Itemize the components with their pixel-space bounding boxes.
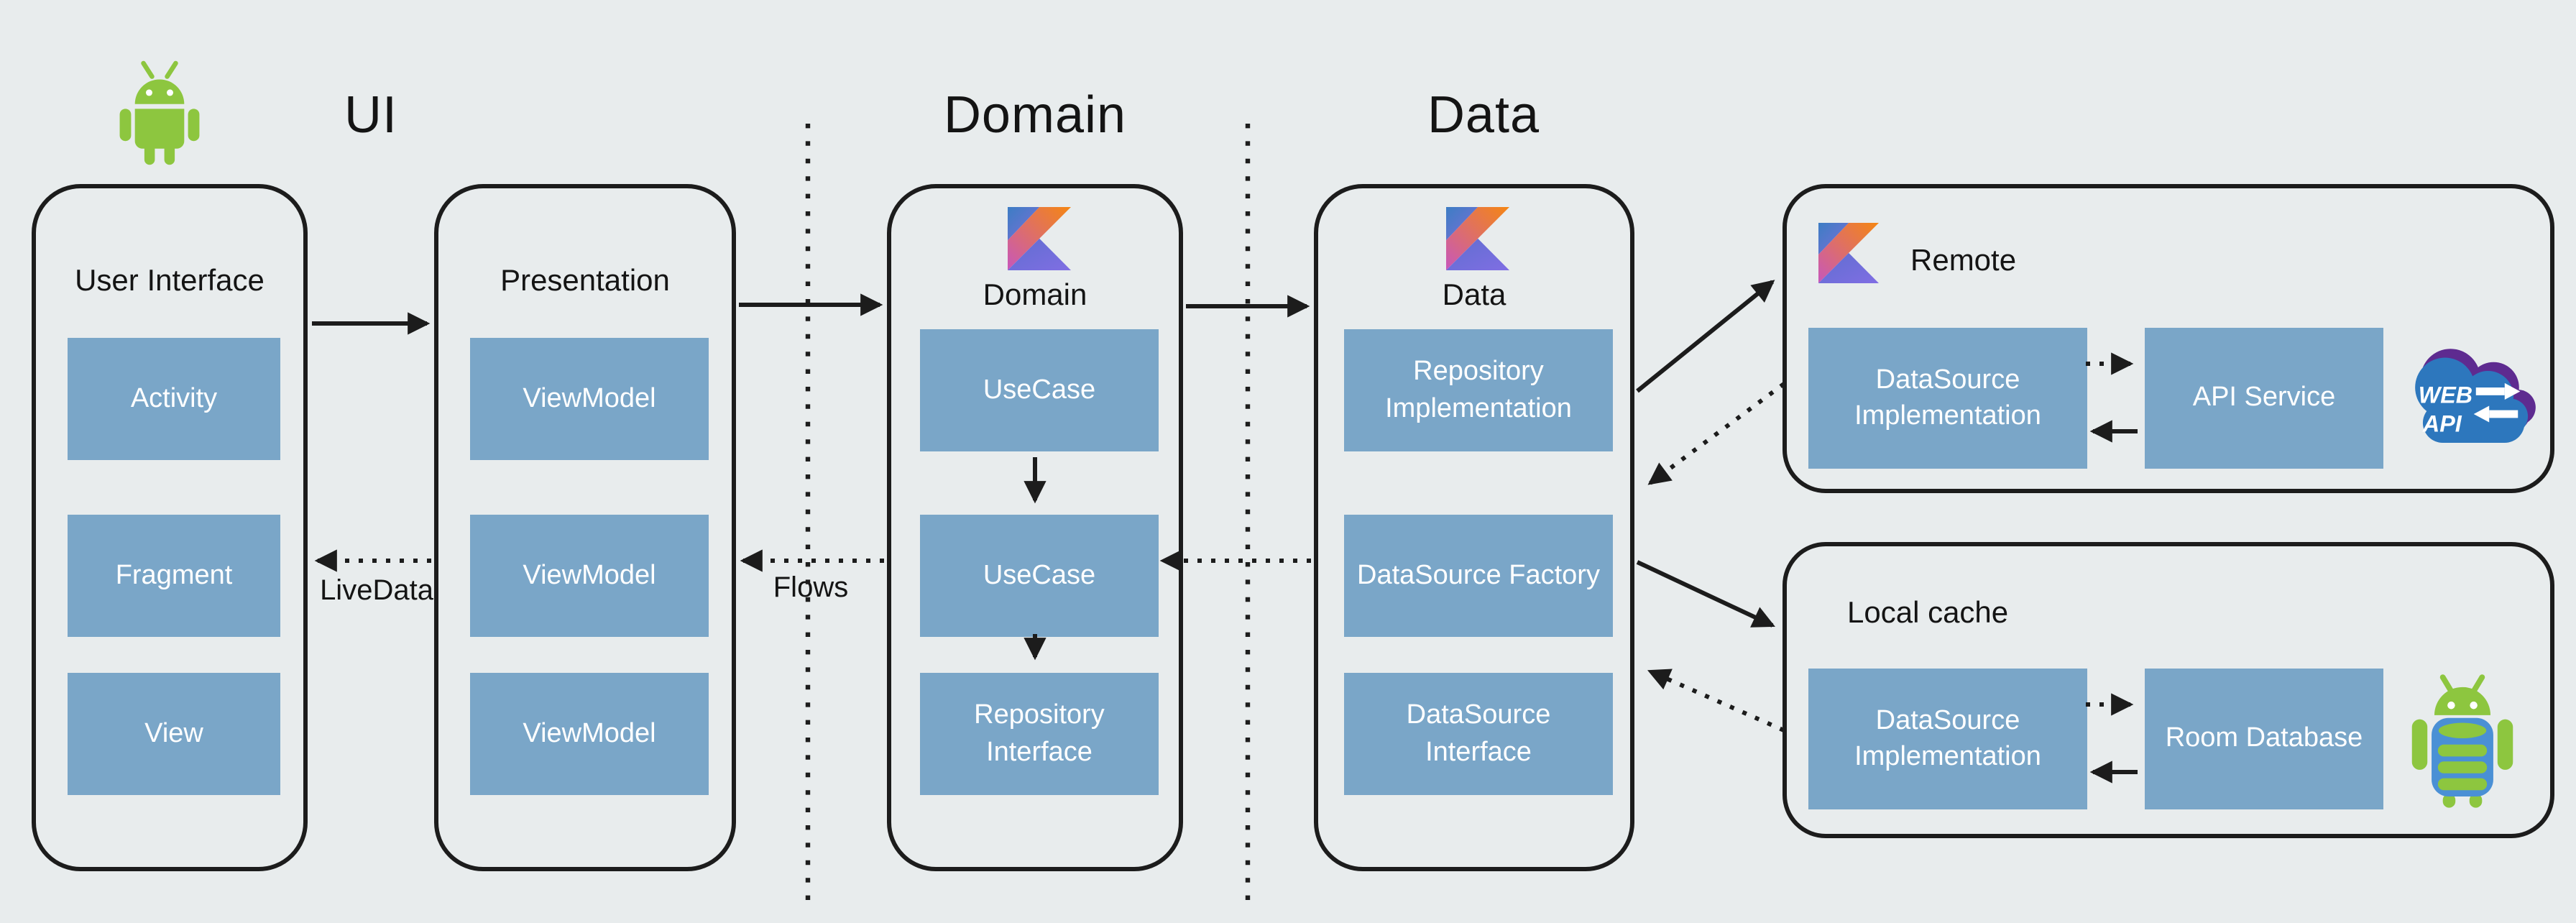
- box-usecase-2: UseCase: [920, 515, 1159, 637]
- arrow-remote-to-data: [1647, 382, 1785, 485]
- kotlin-icon: [1008, 207, 1071, 270]
- panel-domain-title: Domain: [983, 279, 1087, 312]
- livedata-arrow-label: LiveData: [320, 575, 433, 607]
- arrow-data-to-remote: [1636, 280, 1775, 393]
- heading-data: Data: [1427, 85, 1540, 144]
- panel-user-interface: User Interface Activity Fragment View: [32, 184, 308, 871]
- flows-arrow-label: Flows: [773, 572, 849, 604]
- box-viewmodel-2: ViewModel: [470, 515, 709, 637]
- box-repository-implementation: Repository Implementation: [1344, 329, 1613, 451]
- box-usecase-1: UseCase: [920, 329, 1159, 451]
- box-repository-interface: Repository Interface: [920, 673, 1159, 795]
- room-database-icon: [2411, 674, 2513, 808]
- panel-local-cache-title: Local cache: [1847, 597, 2009, 630]
- android-icon: [119, 60, 200, 165]
- box-datasource-factory: DataSource Factory: [1344, 515, 1613, 637]
- panel-presentation-title: Presentation: [500, 265, 670, 298]
- box-activity: Activity: [68, 338, 280, 460]
- box-viewmodel-1: ViewModel: [470, 338, 709, 460]
- panel-user-interface-title: User Interface: [75, 265, 264, 298]
- box-remote-datasource-implementation: DataSource Implementation: [1808, 328, 2087, 469]
- heading-domain: Domain: [943, 85, 1127, 144]
- svg-text:API: API: [2422, 411, 2462, 437]
- panel-remote-title: Remote: [1910, 244, 2017, 277]
- panel-domain: Domain UseCase UseCase Repository Interf…: [887, 184, 1183, 871]
- kotlin-icon: [1818, 223, 1879, 283]
- box-room-database: Room Database: [2145, 669, 2383, 809]
- web-api-cloud-icon: WEB API: [2415, 349, 2536, 443]
- kotlin-icon: [1446, 207, 1509, 270]
- box-local-datasource-implementation: DataSource Implementation: [1808, 669, 2087, 809]
- panel-data: Data Repository Implementation DataSourc…: [1314, 184, 1634, 871]
- heading-ui: UI: [344, 85, 397, 144]
- box-fragment: Fragment: [68, 515, 280, 637]
- panel-local-cache: Local cache DataSource Implementation Ro…: [1782, 542, 2554, 838]
- arrow-data-to-local-cache: [1636, 560, 1775, 628]
- panel-remote: Remote DataSource Implementation API Ser…: [1782, 184, 2554, 493]
- panel-presentation: Presentation ViewModel ViewModel ViewMod…: [434, 184, 736, 871]
- box-api-service: API Service: [2145, 328, 2383, 469]
- box-datasource-interface: DataSource Interface: [1344, 673, 1613, 795]
- svg-text:WEB: WEB: [2419, 382, 2472, 408]
- box-viewmodel-3: ViewModel: [470, 673, 709, 795]
- box-view: View: [68, 673, 280, 795]
- panel-data-title: Data: [1442, 279, 1506, 312]
- arrow-local-cache-to-data: [1647, 669, 1785, 733]
